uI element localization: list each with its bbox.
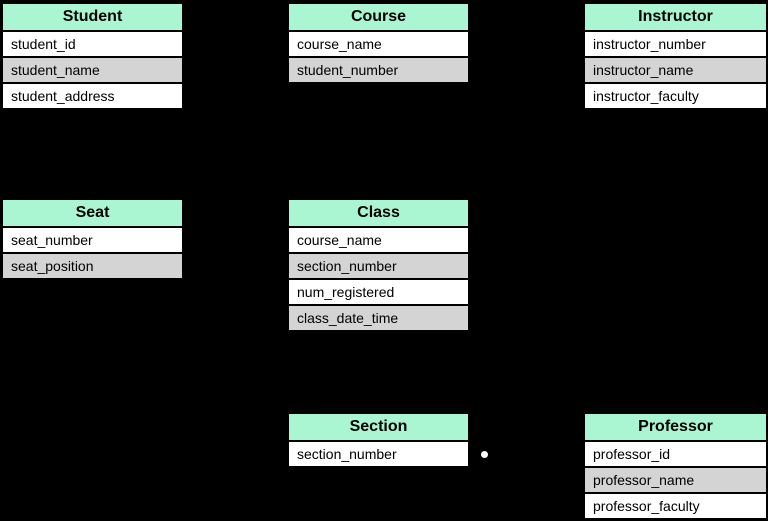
entity-table-professor[interactable]: Professor professor_id professor_name pr… [583,412,768,520]
table-field-row: professor_id [585,442,766,468]
table-field-row: professor_faculty [585,494,766,518]
table-field-row: seat_position [3,254,182,278]
table-field-row: section_number [289,254,468,280]
table-field-row: seat_number [3,228,182,254]
table-field-row: course_name [289,228,468,254]
table-title: Course [289,4,468,32]
entity-table-class[interactable]: Class course_name section_number num_reg… [287,198,470,332]
pointer-dot [481,451,488,458]
entity-table-section[interactable]: Section section_number [287,412,470,468]
table-title: Seat [3,200,182,228]
table-field-row: student_number [289,58,468,82]
table-title: Class [289,200,468,228]
entity-table-instructor[interactable]: Instructor instructor_number instructor_… [583,2,768,110]
table-field-row: professor_name [585,468,766,494]
table-field-row: instructor_number [585,32,766,58]
table-title: Professor [585,414,766,442]
table-field-row: student_id [3,32,182,58]
entity-table-seat[interactable]: Seat seat_number seat_position [1,198,184,280]
table-field-row: instructor_name [585,58,766,84]
table-field-row: class_date_time [289,306,468,330]
entity-table-student[interactable]: Student student_id student_name student_… [1,2,184,110]
table-field-row: instructor_faculty [585,84,766,108]
table-field-row: section_number [289,442,468,466]
table-title: Student [3,4,182,32]
table-title: Instructor [585,4,766,32]
table-field-row: course_name [289,32,468,58]
table-field-row: student_address [3,84,182,108]
table-title: Section [289,414,468,442]
table-field-row: student_name [3,58,182,84]
table-field-row: num_registered [289,280,468,306]
entity-table-course[interactable]: Course course_name student_number [287,2,470,84]
